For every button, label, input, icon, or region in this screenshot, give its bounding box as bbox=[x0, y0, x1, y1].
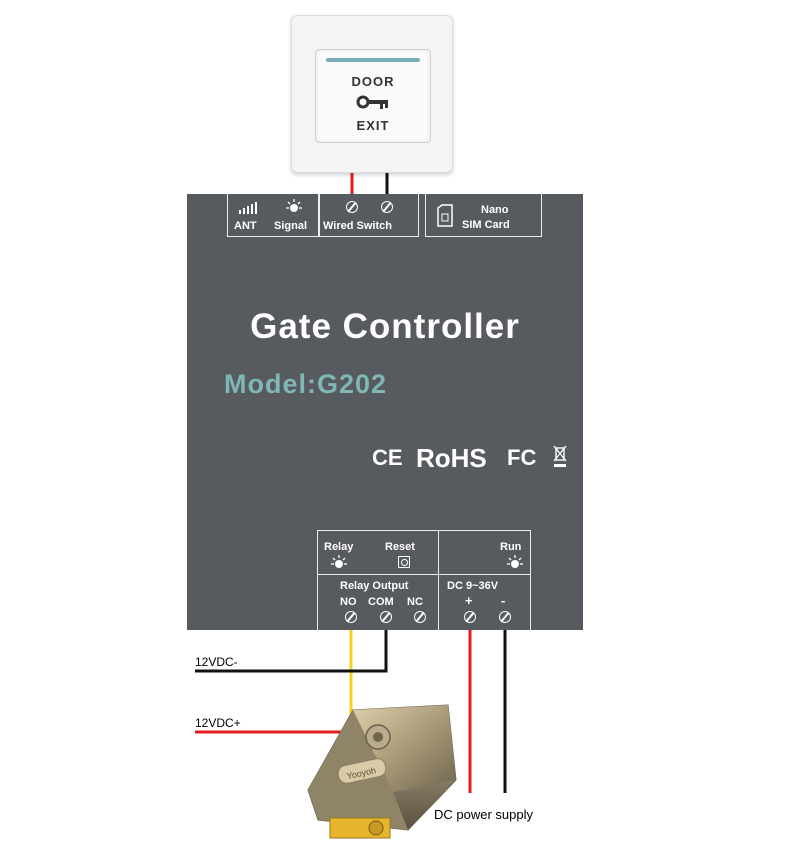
label-12vdc-plus: 12VDC+ bbox=[195, 716, 241, 730]
plus-label: + bbox=[465, 593, 473, 608]
door-exit-button: DOOR EXIT bbox=[291, 15, 453, 173]
label-12vdc-minus: 12VDC- bbox=[195, 655, 238, 669]
no-label: NO bbox=[340, 596, 357, 608]
power-panel: Run DC 9~36V + - bbox=[439, 530, 531, 630]
rohs-mark: RoHS bbox=[416, 443, 487, 473]
relay-led-icon bbox=[331, 555, 347, 568]
signal-bars-icon bbox=[239, 202, 257, 214]
sim-card-panel: Nano SIM Card bbox=[425, 194, 542, 237]
electric-lock: Yooyoh bbox=[307, 704, 457, 839]
dc-plus-terminal bbox=[464, 611, 476, 623]
com-black-wire bbox=[195, 628, 388, 673]
wired-switch-terminal-2 bbox=[381, 201, 393, 213]
fcc-mark: FC bbox=[507, 445, 537, 470]
relay-output-label: Relay Output bbox=[340, 580, 409, 592]
weee-bin-icon bbox=[553, 445, 567, 467]
controller-title: Gate Controller bbox=[250, 307, 520, 346]
reset-label: Reset bbox=[385, 541, 415, 553]
no-terminal bbox=[345, 611, 357, 623]
minus-label: - bbox=[501, 593, 506, 608]
nc-terminal bbox=[414, 611, 426, 623]
reset-button[interactable] bbox=[398, 556, 410, 568]
wired-switch-panel: Wired Switch bbox=[319, 194, 419, 237]
run-led-icon bbox=[507, 555, 523, 568]
ant-label: ANT bbox=[234, 220, 257, 232]
nc-label: NC bbox=[407, 596, 423, 608]
signal-led-icon bbox=[286, 199, 302, 212]
ant-signal-panel: ANT Signal bbox=[227, 194, 319, 237]
ce-mark: CE bbox=[372, 445, 403, 470]
wired-switch-terminal-1 bbox=[346, 201, 358, 213]
com-terminal bbox=[380, 611, 392, 623]
gate-controller-box: ANT Signal Wired Switch Nano SIM Card Ga… bbox=[187, 194, 583, 630]
exit-button-face: DOOR EXIT bbox=[315, 49, 431, 143]
controller-model: Model:G202 bbox=[224, 369, 388, 399]
dc-minus-terminal bbox=[499, 611, 511, 623]
relay-panel: Relay Reset Relay Output NO COM NC bbox=[317, 530, 439, 630]
exit-indicator-stripe bbox=[326, 58, 420, 62]
dc-voltage-label: DC 9~36V bbox=[447, 580, 499, 592]
exit-exit-label: EXIT bbox=[356, 118, 390, 133]
wired-switch-label: Wired Switch bbox=[323, 220, 392, 232]
exit-door-label: DOOR bbox=[351, 74, 395, 89]
com-label: COM bbox=[368, 596, 394, 608]
run-label: Run bbox=[500, 541, 522, 553]
relay-label: Relay bbox=[324, 541, 354, 553]
signal-label: Signal bbox=[274, 220, 308, 232]
sim-card-icon bbox=[437, 204, 453, 227]
label-dc-power-supply: DC power supply bbox=[434, 807, 533, 822]
sim-nano-label: Nano bbox=[481, 204, 509, 216]
key-icon bbox=[356, 95, 388, 109]
sim-card-label: SIM Card bbox=[462, 219, 510, 231]
